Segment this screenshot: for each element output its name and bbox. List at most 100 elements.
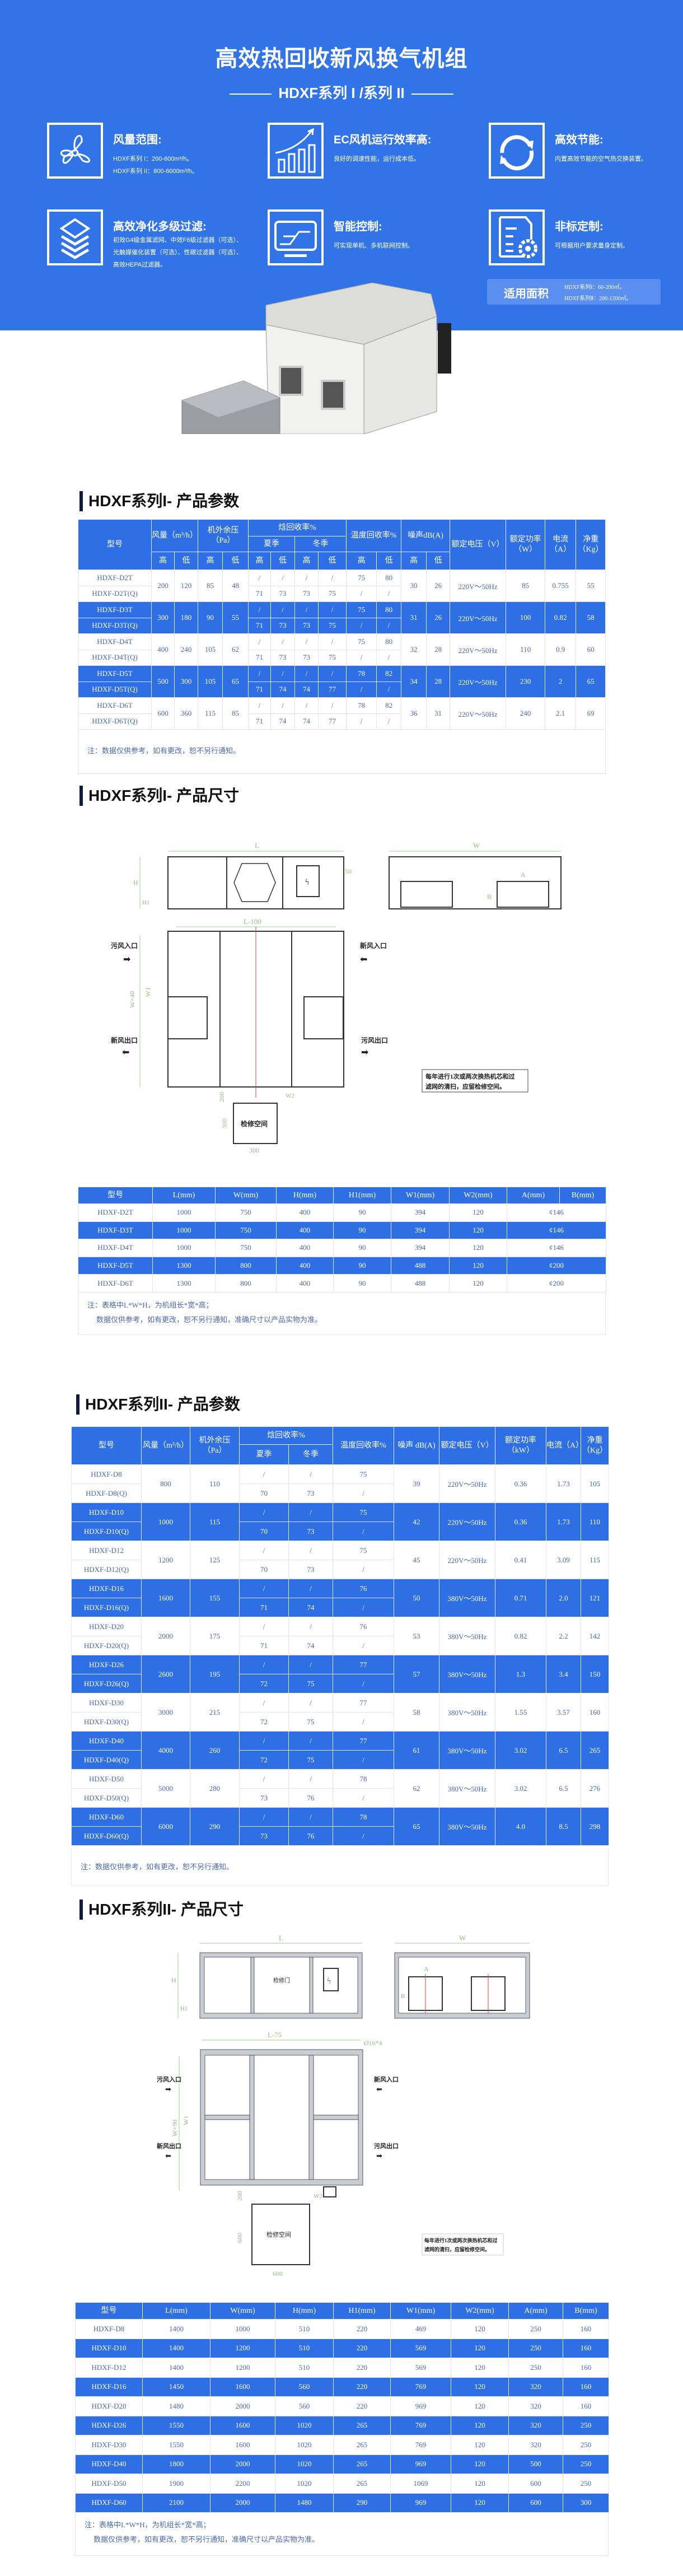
- enthalpy-summer: 70: [239, 1483, 289, 1503]
- table-row: 高低高低高低高低高低高低: [78, 552, 606, 570]
- dimension-cell: ¢200: [507, 1274, 606, 1292]
- dimension-cell: 250: [563, 2454, 609, 2474]
- feature-item: 高效节能:内置高效节能的空气热交换装置。: [489, 123, 683, 181]
- noise-cell: 42: [394, 1502, 440, 1541]
- dimension-cell: 1020: [275, 2454, 334, 2474]
- model-cell: HDXF-D8: [75, 2319, 143, 2339]
- header-high: 高: [401, 552, 427, 570]
- model-cell: HDXF-D5T: [78, 1256, 153, 1275]
- model-cell: HDXF-D8: [71, 1464, 142, 1484]
- enthalpy-summer: 72: [239, 1674, 289, 1693]
- pressure-cell: 290: [190, 1807, 240, 1846]
- enthalpy-cell: 75: [318, 617, 347, 634]
- airflow-high: 500: [151, 665, 175, 698]
- dimension-cell: ¢146: [507, 1239, 606, 1257]
- dimension-cell: 320: [508, 2435, 563, 2455]
- pressure-cell: 195: [190, 1655, 240, 1693]
- airflow-label: 污风入口: [111, 941, 138, 950]
- power-cell: 230: [506, 665, 546, 698]
- voltage-cell: 380V～50Hz: [439, 1579, 496, 1617]
- enthalpy-summer: /: [239, 1541, 289, 1560]
- enthalpy-cell: 73: [294, 585, 319, 602]
- dim-label: W: [473, 841, 480, 850]
- model-cell: HDXF-D12: [71, 1541, 142, 1560]
- voltage-cell: 380V～50Hz: [439, 1807, 496, 1846]
- svg-text:⬅: ⬅: [360, 955, 367, 964]
- dim-label: W1: [182, 2116, 190, 2125]
- enthalpy-cell: 77: [318, 713, 347, 730]
- dimension-cell: 969: [390, 2454, 451, 2474]
- airflow-low: 240: [174, 633, 199, 666]
- dimension-cell: 120: [449, 1274, 507, 1292]
- temp-cell: 78: [346, 697, 377, 714]
- header-airflow: 风量（m³/h）: [141, 1426, 190, 1465]
- model-cell: HDXF-D26: [75, 2415, 143, 2435]
- pressure-cell: 215: [190, 1693, 240, 1732]
- power-cell: 240: [506, 697, 546, 730]
- column-header: W2(mm): [451, 2302, 509, 2320]
- airflow-low: 180: [174, 601, 199, 634]
- noise-high: 32: [401, 633, 427, 666]
- table-row: 夏季冬季: [72, 1444, 609, 1465]
- dim-label: 200: [236, 2191, 244, 2201]
- dimension-cell: 90: [333, 1221, 391, 1240]
- enthalpy-winter: /: [288, 1464, 334, 1484]
- temp-cell: /: [333, 1483, 395, 1503]
- current-cell: 2.2: [546, 1617, 582, 1655]
- airflow-cell: 1000: [141, 1502, 190, 1541]
- enthalpy-summer: 72: [239, 1750, 289, 1770]
- enthalpy-cell: /: [318, 570, 347, 586]
- temp-cell: /: [376, 713, 402, 730]
- dimension-cell: 120: [451, 2415, 509, 2435]
- enthalpy-summer: /: [239, 1502, 289, 1522]
- dimension-cell: 220: [333, 2358, 391, 2378]
- dim-label: 600: [273, 2270, 283, 2278]
- column-header: B(mm): [563, 2302, 609, 2320]
- feature-line: HDXF系列 II：800-6000m³/h。: [113, 168, 198, 175]
- voltage-cell: 220V～50Hz: [439, 1464, 496, 1503]
- page-subtitle: HDXF系列 I /系列 II: [0, 82, 683, 102]
- dimension-cell: 1300: [152, 1256, 216, 1275]
- header-voltage: 额定电压（V）: [439, 1426, 496, 1465]
- series1-dimension-drawing: L ϟ H H1 50 W A B L-100 W+40 W1 W2 污风入口➡…: [111, 841, 562, 1154]
- fan-icon: [47, 123, 103, 179]
- enthalpy-summer: /: [239, 1807, 289, 1827]
- note-line: 数据仅供参考，如有更改，恕不另行通知，准确尺寸以产品实物为准。: [93, 2535, 320, 2544]
- enthalpy-summer: /: [239, 1464, 289, 1484]
- header-high: 高: [151, 552, 175, 570]
- header-airflow: 风量（m³/h）: [151, 519, 199, 552]
- dimension-cell: 1069: [390, 2474, 451, 2494]
- svg-text:➡: ➡: [376, 2152, 382, 2160]
- weight-cell: 110: [581, 1502, 610, 1541]
- temp-cell: 77: [333, 1731, 395, 1751]
- temp-cell: 77: [333, 1655, 395, 1674]
- enthalpy-cell: 75: [318, 649, 347, 666]
- column-header: 型号: [75, 2302, 143, 2320]
- enthalpy-cell: 73: [270, 585, 296, 602]
- temp-cell: 75: [333, 1502, 395, 1522]
- enthalpy-cell: 74: [270, 713, 296, 730]
- dim-label: A: [424, 1965, 429, 1973]
- noise-cell: 58: [394, 1693, 440, 1732]
- temp-cell: 82: [376, 697, 402, 714]
- weight-cell: 121: [581, 1579, 610, 1617]
- column-header: W1(mm): [390, 2302, 451, 2320]
- power-cell: 3.02: [495, 1731, 547, 1770]
- maintenance-note: 每年进行1次或两次换热机芯和过: [425, 1072, 515, 1080]
- weight-cell: 105: [581, 1464, 610, 1503]
- dim-label: 600: [236, 2233, 244, 2243]
- column-header: L(mm): [152, 1187, 216, 1204]
- voltage-cell: 380V～50Hz: [439, 1769, 496, 1808]
- feature-desc: 可根据用户要求量身定制。: [555, 240, 629, 252]
- model-cell: HDXF-D3T: [78, 1221, 153, 1240]
- power-cell: 0.36: [495, 1502, 547, 1541]
- dimension-cell: 1600: [210, 2435, 275, 2455]
- enthalpy-cell: /: [294, 601, 319, 618]
